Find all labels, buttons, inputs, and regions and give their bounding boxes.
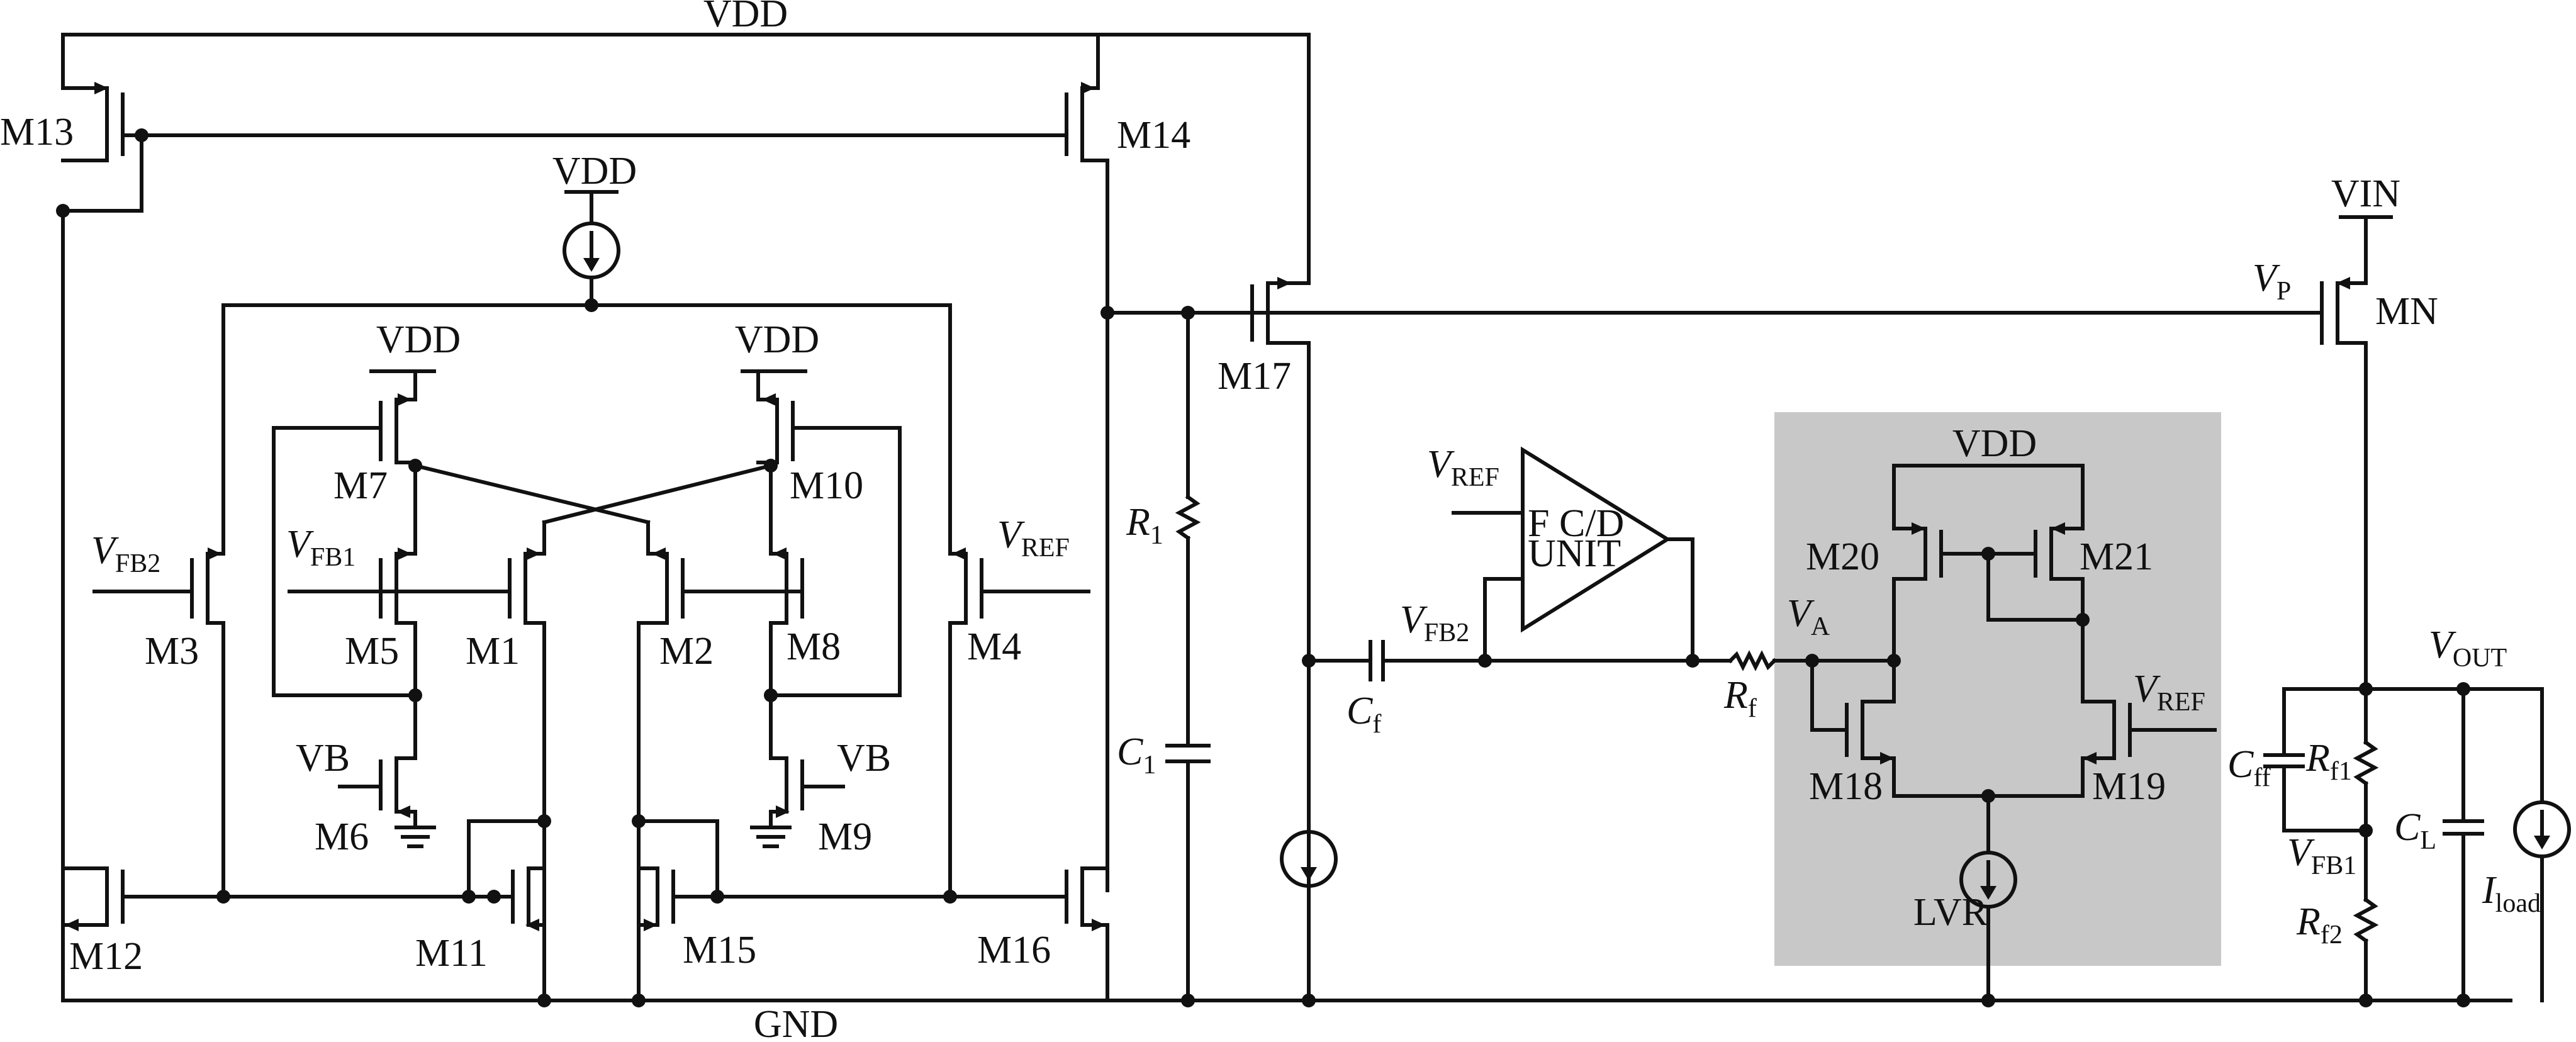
m19-label: M19 — [2092, 765, 2166, 808]
transistor-m3 — [92, 547, 225, 625]
transistor-m2 — [646, 547, 804, 625]
rf2-label: Rf2 — [2296, 900, 2343, 950]
vdd-rail — [61, 33, 1311, 285]
m1-label: M1 — [466, 630, 520, 673]
transistor-m6 — [338, 756, 436, 848]
vdd-m7-label: VDD — [376, 318, 461, 361]
transistor-m16 — [1065, 866, 1109, 931]
m13-label: M13 — [0, 111, 74, 154]
m3-label: M3 — [145, 630, 199, 673]
fcd-label-line2: UNIT — [1528, 532, 1621, 575]
cross-coupled-wires — [413, 463, 773, 556]
vdd-m10-label: VDD — [735, 318, 819, 361]
transistor-mn — [2320, 215, 2393, 691]
transistor-m7 — [272, 369, 436, 464]
m12-label: M12 — [69, 935, 143, 978]
m15-label: M15 — [683, 929, 756, 972]
cl-label: CL — [2394, 806, 2436, 855]
transistor-m17 — [1250, 277, 1311, 345]
vfb1-out-label: VFB1 — [2287, 831, 2356, 880]
m5-label: M5 — [345, 630, 399, 673]
transistor-m1 — [379, 547, 546, 625]
m8-label: M8 — [787, 625, 841, 668]
vdd-lvr-label: VDD — [1952, 422, 2037, 465]
m9-label: M9 — [818, 815, 872, 858]
rf-label: Rf — [1723, 674, 1757, 723]
lvr-circuit — [1810, 464, 2217, 1007]
transistor-m13 — [56, 82, 1068, 218]
m16-label: M16 — [977, 929, 1051, 972]
transistor-m9 — [750, 756, 845, 848]
mn-label: MN — [2375, 290, 2438, 333]
lvr-label: LVR — [1913, 891, 1988, 934]
vb-m9-label: VB — [837, 737, 891, 780]
lvr-block — [1774, 412, 2221, 966]
cf-label: Cf — [1347, 690, 1381, 739]
m2-label: M2 — [659, 630, 714, 673]
iload-label: Iload — [2482, 869, 2541, 918]
transistor-m8 — [769, 547, 804, 625]
vref-amp-label: VREF — [1427, 443, 1499, 492]
transistor-m12 — [61, 866, 125, 931]
vref-m4-label: VREF — [997, 513, 1070, 563]
bias-current-source — [563, 190, 620, 312]
vdd-top-label: VDD — [703, 0, 788, 35]
transistor-m14 — [1065, 82, 1109, 162]
vfb2-cf-label: VFB2 — [1400, 598, 1469, 647]
m21-label: M21 — [2080, 535, 2153, 578]
fcd-label-line1: F C/D — [1528, 502, 1624, 545]
vref-m19-label: VREF — [2133, 668, 2205, 717]
m7-label: M7 — [333, 464, 388, 507]
output-network — [2263, 682, 2571, 1007]
vdd-bias-label: VDD — [552, 150, 637, 193]
vin-label: VIN — [2331, 172, 2400, 215]
transistor-m11 — [462, 819, 546, 931]
m18-label: M18 — [1809, 765, 1883, 808]
rf1-label: Rf1 — [2305, 737, 2352, 786]
transistor-m4 — [948, 547, 1090, 625]
transistor-m10 — [741, 369, 902, 464]
m11-label: M11 — [415, 932, 488, 975]
transistor-m15 — [637, 819, 724, 931]
gnd-label: GND — [754, 1003, 838, 1042]
m20-label: M20 — [1806, 535, 1879, 578]
m10-label: M10 — [790, 464, 863, 507]
vb-m6-label: VB — [296, 737, 350, 780]
transistor-m5 — [288, 547, 417, 625]
m4-label: M4 — [967, 625, 1021, 668]
capacitor-c1 — [1165, 744, 1211, 1007]
r1-label: R1 — [1126, 501, 1163, 550]
vp-label: VP — [2253, 257, 2291, 306]
c1-label: C1 — [1117, 731, 1156, 780]
vfb2-label: VFB2 — [91, 529, 160, 578]
capacitor-cf — [1307, 640, 1732, 681]
vout-label: VOUT — [2429, 624, 2507, 673]
va-label: VA — [1787, 592, 1830, 641]
m6-label: M6 — [315, 815, 369, 858]
cff-label: Cff — [2227, 743, 2271, 792]
vfb1-label: VFB1 — [286, 523, 356, 572]
fcd-unit-amplifier — [1452, 446, 1694, 663]
m17-label: M17 — [1218, 355, 1291, 398]
m17-current-source — [1280, 830, 1338, 888]
resistor-r1 — [1175, 311, 1201, 748]
m14-label: M14 — [1117, 114, 1190, 157]
